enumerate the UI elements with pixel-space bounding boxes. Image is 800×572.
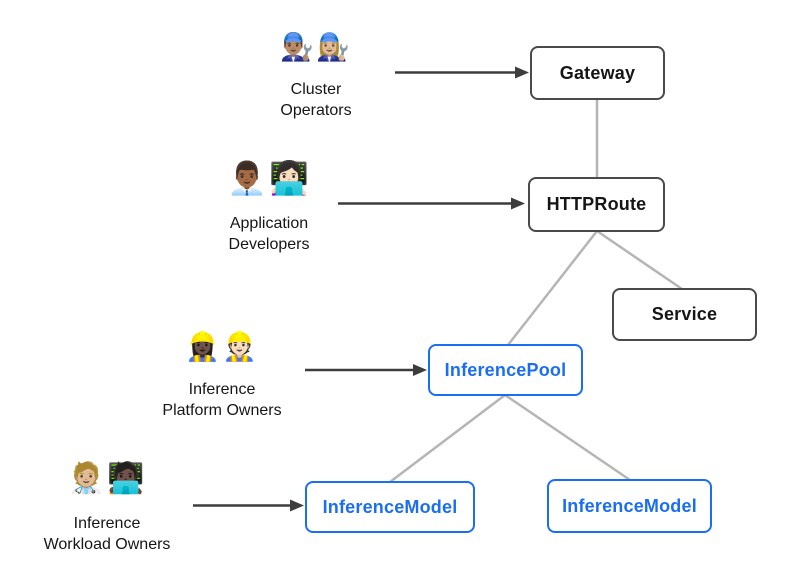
- cluster-operators-emoji-icon: 👨🏽‍🔧👩🏼‍🔧: [280, 32, 352, 63]
- persona-label-line1: Inference: [73, 514, 141, 532]
- persona-label: Application Developers: [229, 213, 310, 255]
- node-inferencepool: InferencePool: [428, 344, 583, 396]
- inference-platform-owners-emoji-icon: 👷🏿‍♀️👷🏻: [185, 330, 259, 363]
- persona-label-line1: Inference: [188, 381, 256, 399]
- node-inferencemodel-right: InferenceModel: [547, 479, 712, 533]
- node-service: Service: [612, 288, 757, 341]
- persona-label-line2: Platform Owners: [162, 402, 282, 420]
- persona-label-line1: Cluster: [290, 81, 342, 99]
- persona-label: Inference Workload Owners: [44, 513, 171, 555]
- connector-httproute-inferencepool: [507, 230, 598, 346]
- persona-label-line2: Workload Owners: [43, 535, 171, 553]
- node-inferencemodel-left: InferenceModel: [305, 481, 475, 533]
- persona-label: Inference Platform Owners: [162, 379, 281, 421]
- node-gateway: Gateway: [530, 46, 665, 100]
- persona-cluster-operators: 👨🏽‍🔧👩🏼‍🔧 Cluster Operators: [280, 32, 351, 121]
- node-httproute: HTTPRoute: [528, 177, 665, 232]
- persona-label: Cluster Operators: [280, 79, 351, 121]
- inference-workload-owners-emoji-icon: 🧑🏼‍⚕️🧑🏿‍💻: [67, 461, 147, 496]
- persona-label-line1: Application: [229, 214, 309, 232]
- application-developers-emoji-icon: 👨🏾‍💼👩🏻‍💻: [227, 159, 311, 197]
- persona-label-line2: Operators: [280, 102, 352, 120]
- connector-inferencepool-inferencemodel-right: [504, 393, 631, 482]
- connector-inferencepool-inferencemodel-left: [389, 394, 506, 483]
- persona-label-line2: Developers: [228, 235, 310, 253]
- persona-application-developers: 👨🏾‍💼👩🏻‍💻 Application Developers: [227, 160, 311, 255]
- persona-inference-workload-owners: 🧑🏼‍⚕️🧑🏿‍💻 Inference Workload Owners: [44, 461, 171, 555]
- connector-httproute-service: [596, 229, 683, 291]
- persona-inference-platform-owners: 👷🏿‍♀️👷🏻 Inference Platform Owners: [162, 330, 281, 421]
